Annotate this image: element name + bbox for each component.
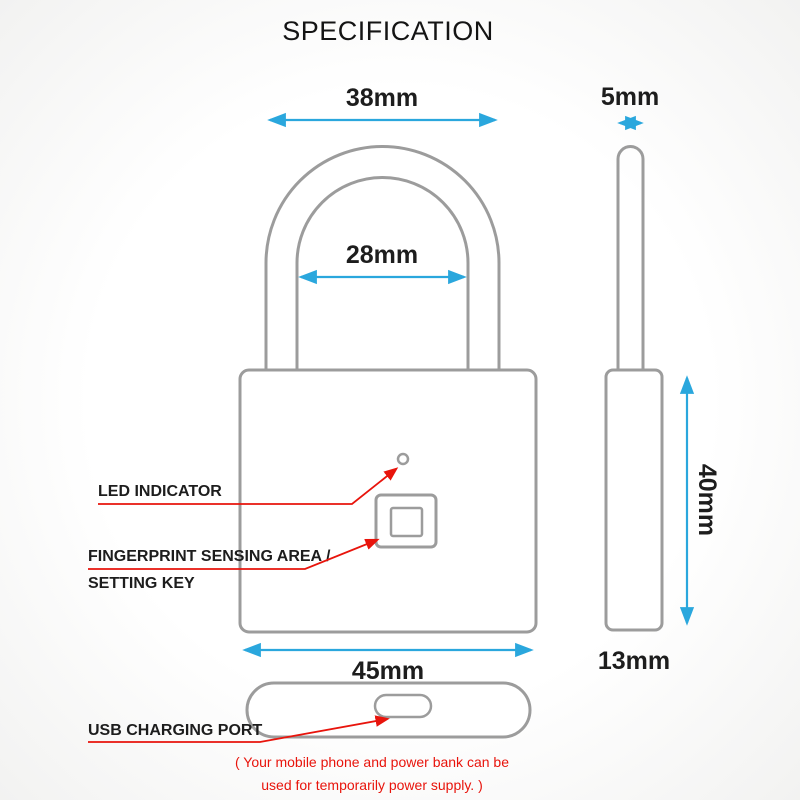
usb-port-outline bbox=[373, 693, 433, 719]
note-line2: used for temporarily power supply. ) bbox=[261, 777, 483, 793]
fingerprint-label-line2: SETTING KEY bbox=[88, 575, 195, 592]
shackle-outer-outline bbox=[264, 145, 501, 372]
fingerprint-label-line1: FINGERPRINT SENSING AREA / bbox=[88, 548, 331, 565]
dimension-annotations: 38mm 28mm 45mm 5mm 40mm 13mm bbox=[242, 83, 721, 685]
padlock-side-view bbox=[604, 145, 664, 632]
usb-port-label: USB CHARGING PORT bbox=[88, 722, 262, 739]
fingerprint-sensor-inner bbox=[389, 506, 424, 538]
dim-body-depth: 13mm bbox=[598, 647, 670, 675]
usb-leader-line bbox=[88, 715, 390, 743]
side-shackle-outline bbox=[616, 145, 645, 372]
power-supply-note: ( Your mobile phone and power bank can b… bbox=[235, 754, 509, 793]
dim-body-width: 45mm bbox=[352, 657, 424, 685]
dim-shackle-outer-width: 38mm bbox=[346, 84, 418, 112]
padlock-front-view bbox=[238, 145, 538, 634]
callout-annotations: LED INDICATOR FINGERPRINT SENSING AREA /… bbox=[88, 467, 399, 743]
shackle-inner-outline bbox=[295, 176, 470, 372]
led-indicator-dot bbox=[396, 452, 410, 466]
side-body-outline bbox=[604, 368, 664, 632]
padlock-bottom-view bbox=[245, 681, 532, 739]
dim-body-height: 40mm bbox=[693, 464, 721, 536]
led-indicator-label: LED INDICATOR bbox=[98, 483, 222, 500]
led-leader-line bbox=[98, 467, 399, 505]
dim-shackle-thickness: 5mm bbox=[601, 83, 659, 111]
fingerprint-leader-line bbox=[88, 538, 380, 570]
page-title: SPECIFICATION bbox=[282, 16, 494, 46]
note-line1: ( Your mobile phone and power bank can b… bbox=[235, 754, 509, 770]
dim-shackle-inner-width: 28mm bbox=[346, 241, 418, 269]
